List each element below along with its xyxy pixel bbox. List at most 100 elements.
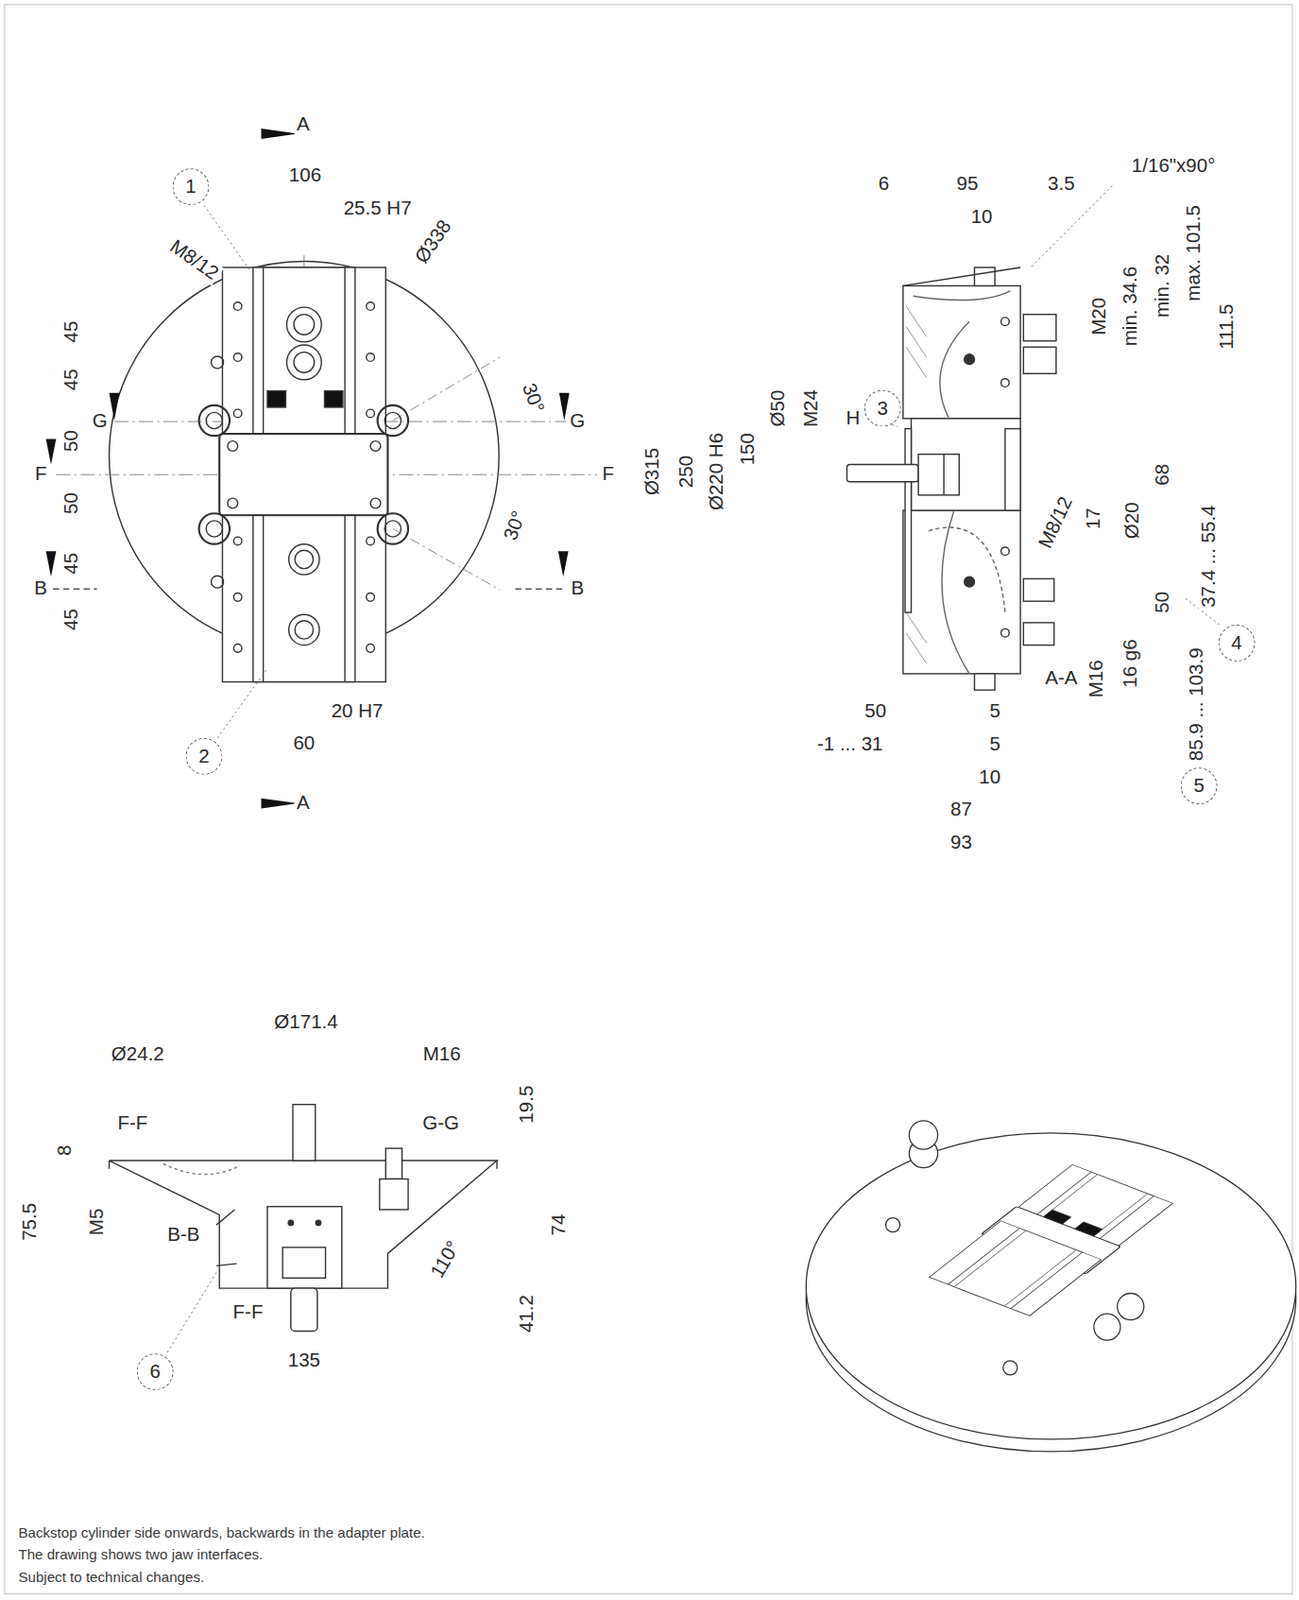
drawing-line — [905, 306, 927, 378]
callout-number: 6 — [149, 1360, 160, 1384]
dimension-label: M8/12 — [1034, 491, 1078, 553]
dimension-label: 93 — [948, 832, 975, 855]
callout-circle: 6 — [136, 1352, 174, 1390]
dimension-label: 6 — [875, 173, 891, 196]
dimension-label: 106 — [287, 164, 325, 187]
drawing-line — [216, 1209, 235, 1225]
dimension-label: 30° — [516, 378, 548, 418]
drawing-line — [233, 409, 242, 418]
drawing-line — [1117, 1292, 1145, 1319]
drawing-line — [366, 409, 376, 418]
dimension-label: 87 — [948, 798, 975, 821]
dimension-label: F — [33, 463, 50, 486]
drawing-line — [46, 128, 598, 808]
drawing-line — [1075, 1221, 1103, 1236]
drawing-line — [262, 514, 264, 682]
dimension-label: B-B — [165, 1224, 203, 1247]
drawing-line — [370, 441, 381, 452]
drawing-line — [46, 550, 57, 577]
dimension-label: 111.5 — [1216, 301, 1239, 352]
dimension-label: 8 — [54, 1142, 77, 1158]
dimension-label: 250 — [676, 453, 699, 491]
dimension-label: 5 — [987, 734, 1003, 756]
drawing-line — [940, 321, 970, 419]
drawing-line — [929, 1220, 1102, 1316]
drawing-line — [377, 512, 409, 544]
drawing-line — [1001, 546, 1010, 556]
dimension-label: min. 32 — [1152, 252, 1175, 321]
drawing-line — [805, 1132, 1296, 1439]
callout-circle: 2 — [186, 737, 223, 775]
dimension-label: 45 — [60, 318, 83, 344]
callout-number: 1 — [185, 175, 196, 199]
dimension-label: Ø24.2 — [109, 1042, 167, 1065]
drawing-line — [558, 550, 569, 577]
drawing-line — [227, 441, 239, 452]
drawing-line — [222, 267, 386, 434]
drawing-line — [315, 1219, 321, 1225]
drawing-line — [233, 644, 242, 653]
drawing-line — [293, 352, 315, 374]
drawing-line — [377, 405, 409, 436]
drawing-line — [205, 520, 223, 537]
drawing-line — [903, 285, 1021, 418]
drawing-line — [905, 612, 927, 664]
drawing-line — [393, 528, 500, 590]
drawing-line — [343, 267, 345, 434]
drawing-line — [495, 1160, 497, 1169]
drawing-line — [227, 497, 239, 509]
dimension-label: Ø20 — [1122, 499, 1145, 541]
dimension-label: 95 — [954, 173, 980, 196]
drawing-line — [1043, 1209, 1072, 1224]
dimension-label: 45 — [60, 366, 83, 393]
dimension-label: M24 — [800, 387, 822, 429]
drawing-line — [964, 576, 975, 587]
drawing-line — [1023, 346, 1057, 374]
drawing-line — [1001, 628, 1010, 637]
drawing-line — [282, 1247, 325, 1278]
drawing-line — [366, 302, 376, 311]
dimension-label: 20 H7 — [328, 700, 385, 723]
drawing-line — [294, 549, 313, 568]
drawing-line — [911, 418, 1022, 511]
drawing-line — [908, 1120, 938, 1149]
drawing-line — [1030, 186, 1112, 268]
drawing-line — [261, 128, 299, 139]
drawing-line — [211, 356, 224, 369]
dimension-label: Ø315 — [642, 445, 665, 498]
drawing-line — [267, 1206, 342, 1288]
drawing-line — [46, 438, 57, 464]
drawing-line — [217, 667, 268, 737]
dimension-label: B — [32, 578, 50, 600]
callout-circle: 5 — [1180, 767, 1218, 804]
drawing-line — [233, 536, 242, 546]
callout-circle: 3 — [864, 390, 902, 428]
drawing-line — [805, 1120, 1296, 1452]
drawing-line — [1005, 428, 1021, 511]
drawing-line — [514, 588, 564, 590]
dimension-label: 85.9 ... 103.9 — [1186, 645, 1209, 763]
drawing-line — [393, 357, 500, 421]
callout-number: 2 — [198, 744, 209, 768]
dimension-label: A-A — [1042, 667, 1080, 690]
drawing-line — [262, 267, 264, 434]
dimension-label: 3.5 — [1045, 173, 1077, 196]
dimension-label: 68 — [1152, 461, 1175, 488]
drawing-line — [293, 314, 315, 336]
note-text: The drawing shows two jaw interfaces. — [17, 1545, 263, 1563]
drawing-line — [288, 1219, 293, 1225]
dimension-label: 50 — [60, 427, 83, 454]
dimension-label: 1/16"x90° — [1129, 155, 1218, 178]
drawing-line — [964, 354, 975, 365]
dimension-label: 16 g6 — [1119, 636, 1142, 690]
dimension-label: M20 — [1089, 295, 1111, 338]
callout-number: 5 — [1193, 774, 1204, 798]
dimension-label: 30° — [499, 506, 531, 546]
dimension-label: 50 — [1152, 589, 1175, 616]
dimension-label: max. 101.5 — [1182, 203, 1205, 304]
drawing-line — [886, 1217, 901, 1232]
drawing-line — [366, 644, 376, 653]
drawing-line — [846, 463, 919, 481]
dimension-label: Ø220 H6 — [706, 430, 729, 513]
